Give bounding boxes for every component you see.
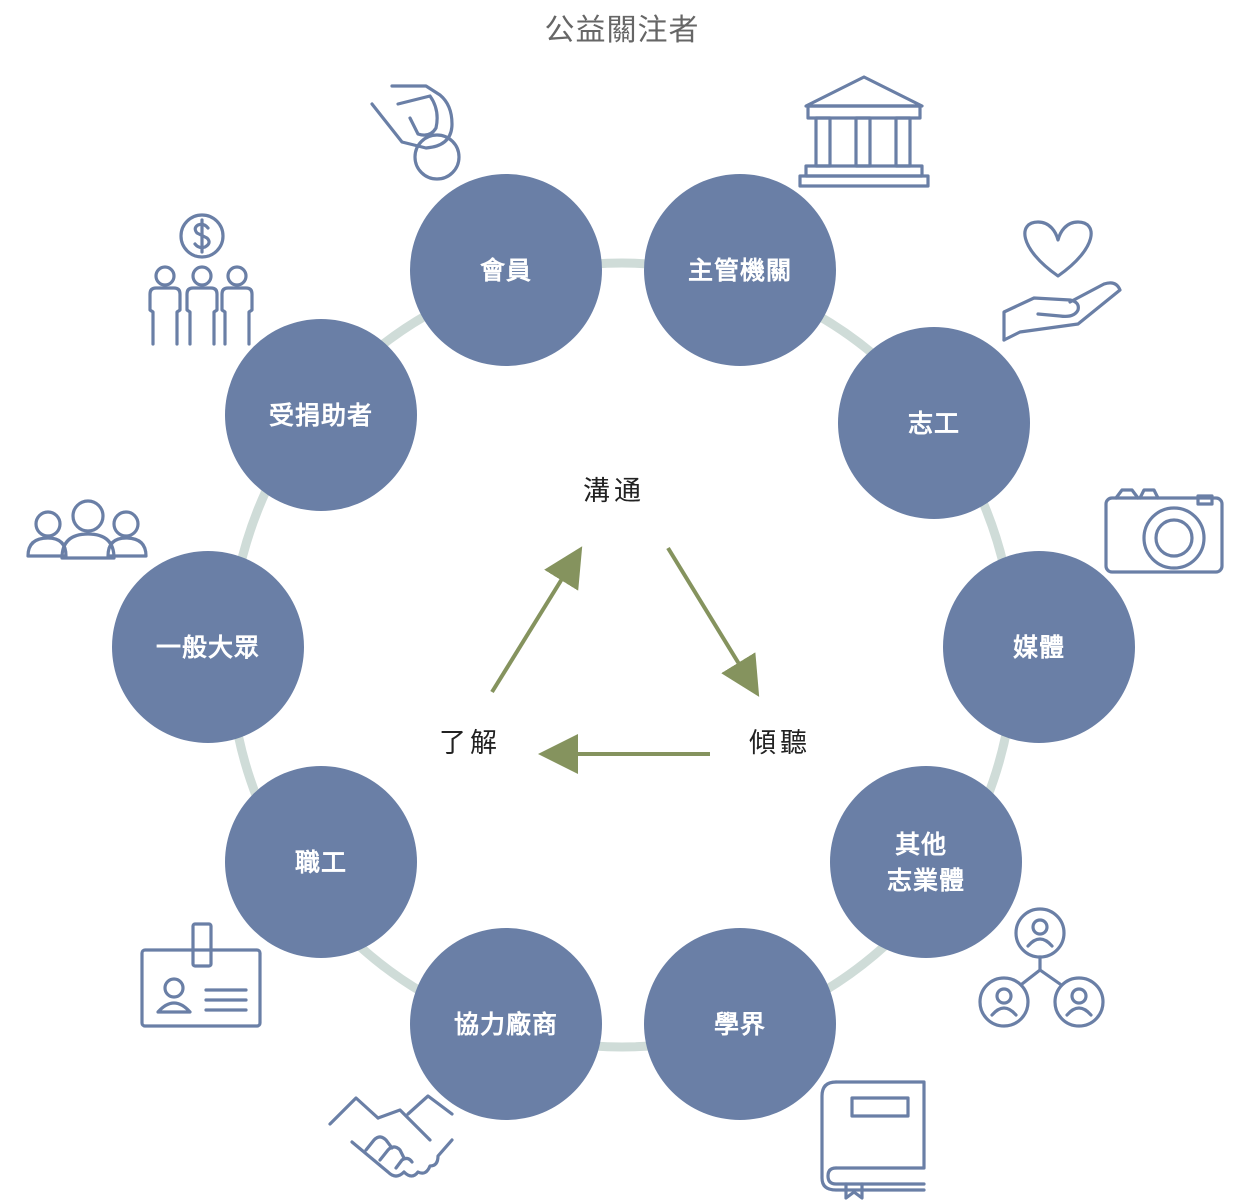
node-media: 媒體	[943, 551, 1135, 743]
node-label-member: 會員	[480, 256, 532, 285]
handshake-icon	[328, 1094, 454, 1178]
node-label-volunteer: 志工	[908, 409, 960, 438]
node-partner-vendors: 協力廠商	[410, 928, 602, 1120]
node-label-other-entities: 其他 志業體	[887, 830, 965, 895]
heart-in-hand-icon	[1002, 220, 1122, 342]
node-label-media: 媒體	[1013, 633, 1065, 662]
node-label-authority: 主管機關	[688, 256, 792, 285]
node-label-academia: 學界	[714, 1010, 766, 1039]
node-other-entities: 其他 志業體	[830, 766, 1022, 958]
node-authority: 主管機關	[644, 174, 836, 366]
cycle-label-listen: 傾聽	[749, 728, 811, 759]
id-badge-icon	[140, 922, 262, 1028]
book-icon	[820, 1080, 926, 1200]
cycle-label-understand: 了解	[439, 728, 501, 759]
people-group-icon	[26, 499, 148, 560]
node-staff: 職工	[225, 766, 417, 958]
communication-cycle: 溝通 傾聽 了解	[439, 476, 811, 774]
arrow-understand-to-communicate	[490, 546, 583, 694]
node-academia: 學界	[644, 928, 836, 1120]
beneficiaries-icon	[148, 213, 254, 346]
node-label-general-public: 一般大眾	[156, 633, 260, 662]
arrow-communicate-to-listen	[666, 546, 760, 697]
diagram-title: 公益關注者	[545, 13, 700, 48]
node-label-staff: 職工	[295, 848, 347, 877]
node-label-partner-vendors: 協力廠商	[454, 1010, 558, 1039]
node-volunteer: 志工	[838, 327, 1030, 519]
node-general-public: 一般大眾	[112, 551, 304, 743]
node-label-beneficiaries: 受捐助者	[269, 401, 373, 430]
cycle-label-communicate: 溝通	[583, 476, 645, 507]
node-beneficiaries: 受捐助者	[225, 319, 417, 511]
node-member: 會員	[410, 174, 602, 366]
government-building-icon	[798, 75, 930, 188]
camera-icon	[1104, 488, 1224, 574]
organization-network-icon	[978, 907, 1105, 1028]
hand-coin-icon	[370, 84, 461, 181]
